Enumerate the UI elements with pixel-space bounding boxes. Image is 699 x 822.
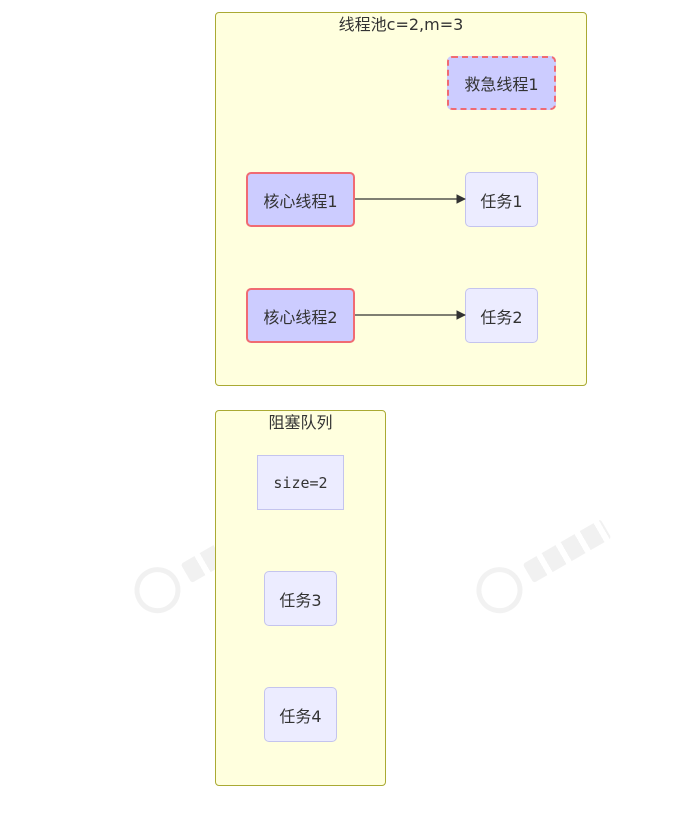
queue-size-node[interactable]: size=2 — [257, 455, 344, 510]
task-1-node[interactable]: 任务1 — [465, 172, 538, 227]
core-thread-2-node[interactable]: 核心线程2 — [246, 288, 355, 343]
task-4-node[interactable]: 任务4 — [264, 687, 337, 742]
task-3-node[interactable]: 任务3 — [264, 571, 337, 626]
rescue-thread-node[interactable]: 救急线程1 — [447, 56, 556, 110]
watermark-circle-icon — [468, 558, 531, 622]
task-2-node[interactable]: 任务2 — [465, 288, 538, 343]
thread-pool-title: 线程池c=2,m=3 — [338, 15, 464, 34]
blocking-queue-title: 阻塞队列 — [268, 413, 333, 432]
watermark-circle-icon — [126, 558, 189, 622]
watermark-glyph — [522, 519, 612, 584]
core-thread-1-node[interactable]: 核心线程1 — [246, 172, 355, 227]
watermark-logo — [465, 502, 625, 629]
